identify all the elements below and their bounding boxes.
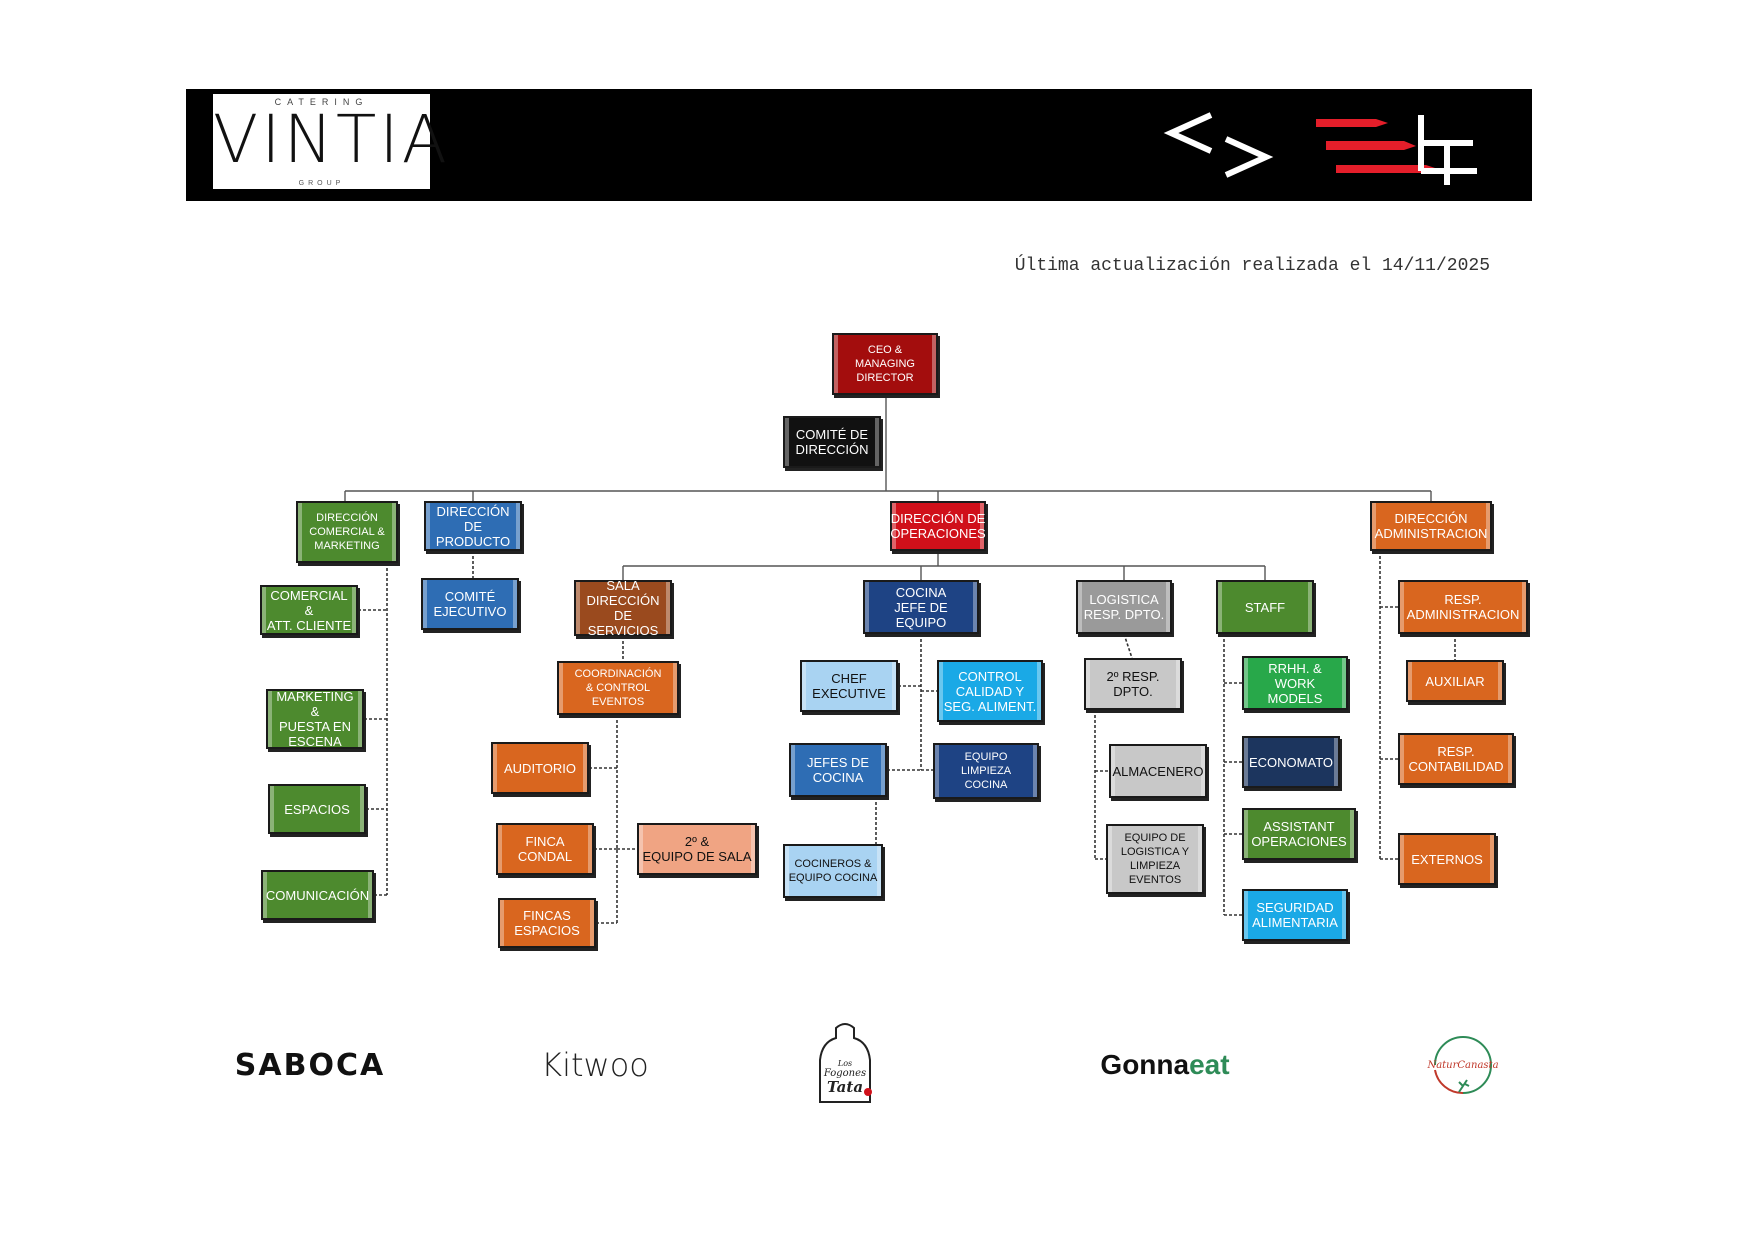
header-banner: CATERING VINTIA GROUP — [186, 89, 1532, 201]
org-node-cocineros: COCINEROS & EQUIPO COCINA — [783, 844, 883, 898]
org-node-chef: CHEF EXECUTIVE — [800, 660, 898, 712]
org-node-resp-admin: RESP. ADMINISTRACION — [1398, 580, 1528, 634]
org-node-seguridad: SEGURIDAD ALIMENTARIA — [1242, 889, 1348, 941]
logo-tagline-bottom: GROUP — [298, 180, 345, 187]
org-node-marketing: MARKETING & PUESTA EN ESCENA — [266, 689, 364, 749]
org-node-almacenero: ALMACENERO — [1109, 744, 1207, 798]
brand-kitwoo: Kitwoo — [541, 1046, 649, 1084]
logo-tagline-top: CATERING — [274, 97, 369, 107]
org-node-dir-producto: DIRECCIÓN DE PRODUCTO — [424, 501, 522, 551]
org-node-auxiliar: AUXILIAR — [1406, 660, 1504, 702]
org-node-ceo: CEO & MANAGING DIRECTOR — [832, 333, 938, 395]
org-node-espacios: ESPACIOS — [268, 784, 366, 834]
org-node-resp-contabilidad: RESP. CONTABILIDAD — [1398, 733, 1514, 785]
svg-text:Tata: Tata — [827, 1078, 863, 1096]
org-node-sala: SALA DIRECCIÓN DE SERVICIOS — [574, 578, 672, 638]
org-node-comercial-att: COMERCIAL & ATT. CLIENTE — [260, 585, 358, 635]
svg-text:Los: Los — [837, 1059, 852, 1068]
brand-naturcanasta-icon: NaturCanasta — [1400, 1015, 1520, 1115]
org-node-equipo-logistica: EQUIPO DE LOGISTICA Y LIMPIEZA EVENTOS — [1106, 824, 1204, 894]
org-node-resp2: 2º RESP. DPTO. — [1084, 658, 1182, 710]
svg-text:NaturCanasta: NaturCanasta — [1426, 1060, 1498, 1071]
org-node-economato: ECONOMATO — [1242, 736, 1340, 788]
org-node-equipo-limpieza: EQUIPO LIMPIEZA COCINA — [933, 743, 1039, 799]
org-node-staff: STAFF — [1216, 580, 1314, 634]
logo-wordmark: VINTIA — [213, 101, 450, 178]
org-node-jefes-cocina: JEFES DE COCINA — [789, 743, 887, 797]
org-node-dir-comercial: DIRECCIÓN COMERCIAL & MARKETING — [296, 501, 398, 563]
org-node-coordinacion: COORDINACIÓN & CONTROL EVENTOS — [557, 661, 679, 715]
org-node-auditorio: AUDITORIO — [491, 742, 589, 794]
brand-saboca: SABOCA — [234, 1047, 386, 1083]
brand-gonna-text: Gonna — [1100, 1049, 1190, 1080]
brand-fogones-de-tata-icon: Los Fogones Tata — [800, 1015, 890, 1115]
org-node-comite-ejecutivo: COMITÉ EJECUTIVO — [421, 578, 519, 630]
org-node-comite-direccion: COMITÉ DE DIRECCIÓN — [783, 416, 881, 468]
vintia-logo: CATERING VINTIA GROUP — [213, 94, 450, 189]
org-node-equipo-sala: 2º & EQUIPO DE SALA — [637, 823, 757, 875]
code-brackets-logo-icon — [1163, 112, 1477, 185]
brand-eat-text: eat — [1189, 1049, 1230, 1080]
org-node-logistica: LOGISTICA RESP. DPTO. — [1076, 580, 1172, 634]
org-node-rrhh: RRHH. & WORK MODELS — [1242, 656, 1348, 710]
org-node-dir-administracion: DIRECCIÓN ADMINISTRACION — [1370, 501, 1492, 551]
org-node-assistant: ASSISTANT OPERACIONES — [1242, 808, 1356, 860]
dotted-connector-18 — [1123, 633, 1133, 659]
svg-text:Fogones: Fogones — [823, 1068, 866, 1079]
last-update-note: Última actualización realizada el 14/11/… — [1014, 256, 1490, 276]
org-node-finca-condal: FINCA CONDAL — [496, 823, 594, 875]
org-node-control-calidad: CONTROL CALIDAD Y SEG. ALIMENT. — [937, 660, 1043, 722]
org-node-externos: EXTERNOS — [1398, 833, 1496, 885]
org-node-comunicacion: COMUNICACIÓN — [261, 870, 374, 920]
org-node-dir-operaciones: DIRECCIÓN DE OPERACIONES — [890, 501, 986, 551]
org-node-cocina: COCINA JEFE DE EQUIPO — [863, 580, 979, 634]
org-node-fincas-espacios: FINCAS ESPACIOS — [498, 898, 596, 948]
